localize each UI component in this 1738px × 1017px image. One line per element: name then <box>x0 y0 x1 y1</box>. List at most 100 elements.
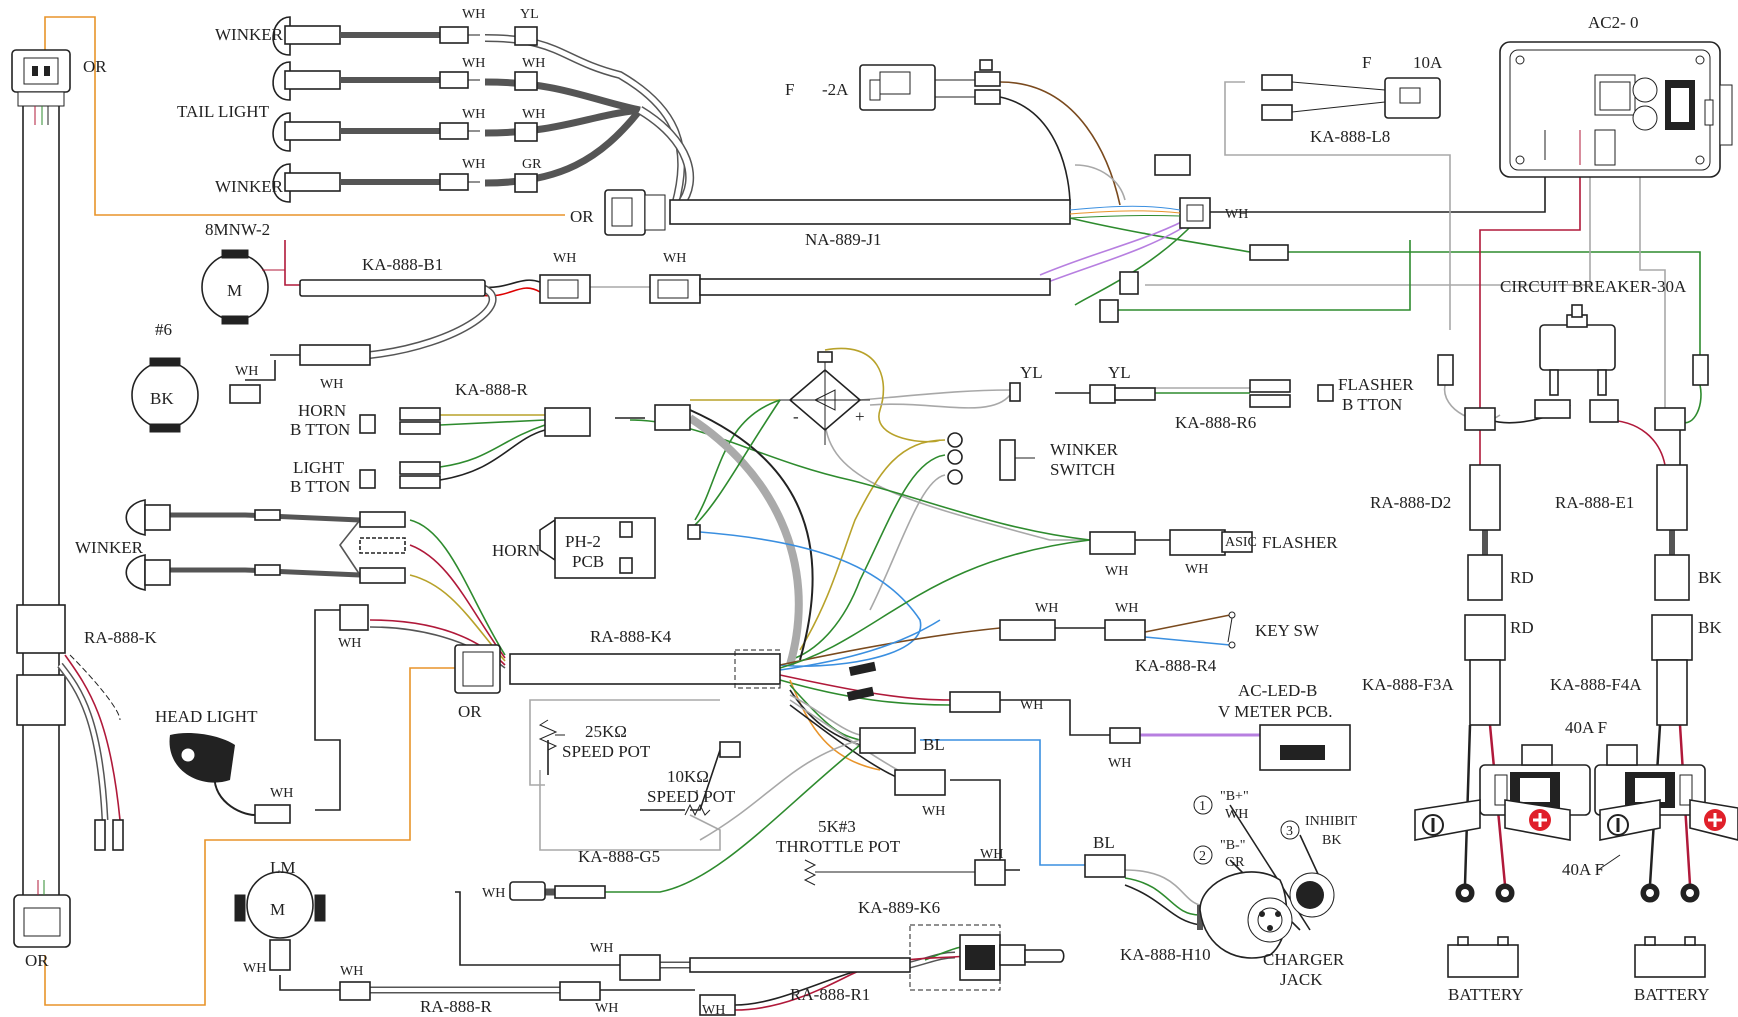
label-wh-rear-6: WH <box>462 157 485 172</box>
orange-throttle <box>789 679 881 771</box>
tail-bulb-1 <box>272 61 538 101</box>
label-gr-rear: GR <box>522 157 542 172</box>
gray-wire-ac-3 <box>1639 130 1666 420</box>
label-flasher-button-1: FLASHER <box>1338 375 1414 394</box>
label-pin3-num: 3 <box>1286 824 1293 839</box>
label-wh-throttle: WH <box>922 804 945 819</box>
label-wh-b1-mid: WH <box>663 251 686 266</box>
label-wh-left-low: WH <box>482 886 505 901</box>
label-bk-2: BK <box>1698 618 1722 637</box>
label-wh-r-1: WH <box>340 964 363 979</box>
pot10-gray <box>539 770 721 851</box>
j1-harness <box>604 59 1441 261</box>
label-key-sw: KEY SW <box>1255 621 1320 640</box>
key-switch <box>999 611 1236 649</box>
label-lm: LM <box>270 858 296 877</box>
label-wh-vmeter2: WH <box>1108 756 1131 771</box>
gray-bridge-top <box>859 389 1011 401</box>
label-pot10k: 10KΩ <box>667 767 709 786</box>
gray-bridge-right <box>869 394 1011 409</box>
label-yl-1: YL <box>1020 363 1043 382</box>
label-motor-m: M <box>227 281 242 300</box>
wire-bk <box>245 354 300 381</box>
charger-jack <box>1193 795 1335 959</box>
label-wh-rear-2: WH <box>462 56 485 71</box>
gray-bl <box>789 694 861 736</box>
k6-wire <box>545 744 861 893</box>
blue-pcb-wire <box>699 531 922 667</box>
label-wh-bk: WH <box>235 364 258 379</box>
label-ra888-r1: RA-888-R1 <box>790 985 870 1004</box>
label-flasher-button-2: B TTON <box>1342 395 1402 414</box>
rear-wire-4 <box>484 107 643 187</box>
green-pcb-wire <box>694 399 781 526</box>
green-wire-long <box>1288 251 1701 355</box>
black-k4-arc <box>689 409 814 661</box>
label-wh-throttle2: WH <box>980 847 1003 862</box>
green-k4-to-flasher <box>779 539 1091 669</box>
rear-lights <box>272 16 538 203</box>
ka889-k6 <box>509 881 606 901</box>
ac2-controller <box>1499 41 1733 178</box>
r1-red <box>734 954 981 1011</box>
label-throttle-1: 5K#3 <box>818 817 856 836</box>
label-head-light: HEAD LIGHT <box>155 707 258 726</box>
label-ka888-l8: KA-888-L8 <box>1310 127 1390 146</box>
ra888-k4 <box>454 644 877 702</box>
rear-wire-3 <box>484 106 641 137</box>
label-horn-button-1: HORN <box>298 401 346 420</box>
r1-wire-wh <box>455 891 620 966</box>
front-winkers <box>125 499 406 591</box>
rear-wire-5-in <box>638 107 693 207</box>
green-bridge-left <box>694 399 781 521</box>
label-pin1-b: WH <box>1225 807 1248 822</box>
label-or-top-left: OR <box>83 57 107 76</box>
label-wh-vmeter: WH <box>1020 698 1043 713</box>
label-ra888-k: RA-888-K <box>84 628 157 647</box>
motor-lm <box>234 871 601 1001</box>
head-wire-left <box>314 609 341 811</box>
label-light-button-2: B TTON <box>290 477 350 496</box>
label-plus: + <box>855 407 865 426</box>
label-flasher: FLASHER <box>1262 533 1338 552</box>
left-harness <box>11 49 124 948</box>
black-wire-fuse2a <box>999 96 1071 206</box>
label-wh-head: WH <box>338 636 361 651</box>
flasher-button-group <box>1009 379 1334 408</box>
label-circuit-breaker: CIRCUIT BREAKER-30A <box>1500 277 1687 296</box>
label-yl-rear: YL <box>520 7 539 22</box>
label-ka888-r: KA-888-R <box>455 380 528 399</box>
battery-right <box>1634 944 1706 978</box>
horn-pcb <box>539 517 701 579</box>
green-horn-wire <box>439 419 546 426</box>
green-wire-ac <box>1110 240 1411 311</box>
label-fuse-10a-val: 10A <box>1413 53 1443 72</box>
label-or-bottom: OR <box>25 951 49 970</box>
label-motor-lm: M <box>270 900 285 919</box>
label-fuse40-1: 40A F <box>1565 718 1607 737</box>
label-winker-switch-1: WINKER <box>1050 440 1119 459</box>
label-bl-2: BL <box>1093 833 1115 852</box>
label-wh-j1: WH <box>1225 207 1248 222</box>
green-terminal <box>1249 244 1289 261</box>
brown-keysw-wire <box>779 627 1001 666</box>
label-light-button-1: LIGHT <box>293 458 345 477</box>
motor-bk <box>131 344 371 433</box>
purple-wire-2 <box>1039 219 1196 286</box>
label-battery-1: BATTERY <box>1448 985 1524 1004</box>
flasher-unit <box>1089 529 1253 556</box>
horn-light-buttons <box>359 404 691 489</box>
label-ka888-h10: KA-888-H10 <box>1120 945 1211 964</box>
winker-to-k4-2 <box>409 544 506 659</box>
label-pin2-a: "B-" <box>1220 838 1245 853</box>
label-ka889-k6: KA-889-K6 <box>858 898 940 917</box>
rear-wire-2 <box>484 78 641 114</box>
label-motor-8mnw: 8MNW-2 <box>205 220 270 239</box>
gray-wire-j1 <box>1074 164 1126 201</box>
label-wh-rear-5: WH <box>522 107 545 122</box>
label-ka888-b1: KA-888-B1 <box>362 255 443 274</box>
red-wire-ac <box>1479 130 1581 420</box>
label-ka888-r6: KA-888-R6 <box>1175 413 1256 432</box>
blue-keysw-wire <box>779 619 941 671</box>
